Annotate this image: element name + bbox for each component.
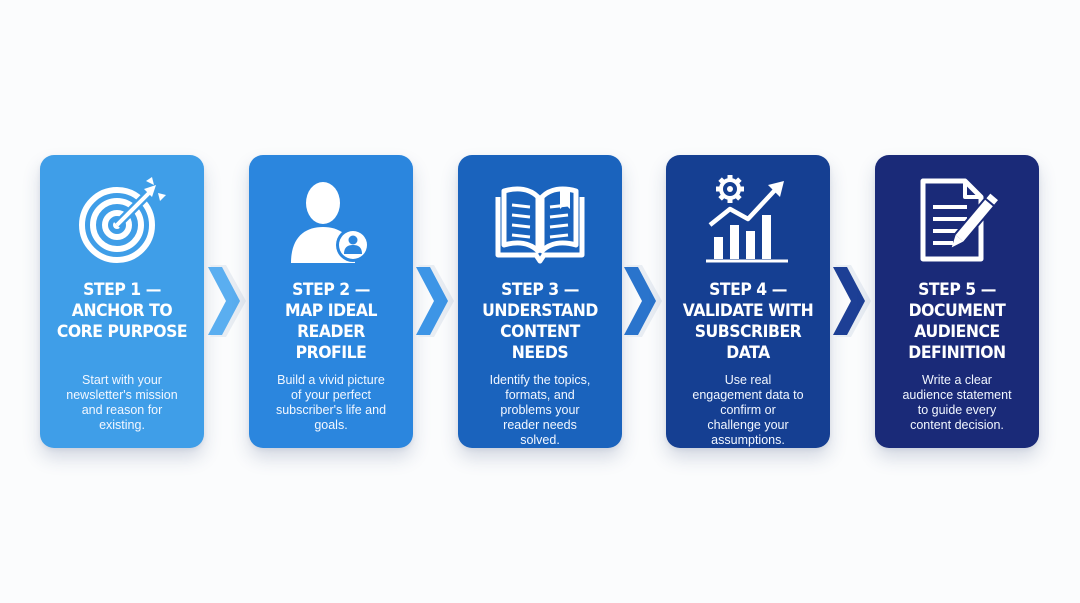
- document-pen-icon: [907, 175, 1007, 265]
- step-card-3: STEP 3 — UNDERSTAND CONTENT NEEDS Identi…: [458, 155, 622, 448]
- step-title: STEP 2 — MAP IDEAL READER PROFILE: [285, 280, 377, 363]
- step-description: Use real engagement data to confirm or c…: [692, 373, 804, 447]
- step-description: Identify the topics, formats, and proble…: [489, 373, 591, 447]
- chart-gear-icon: [698, 175, 798, 265]
- step-title: STEP 5 — DOCUMENT AUDIENCE DEFINITION: [908, 280, 1006, 363]
- chevron-right-icon: [829, 261, 873, 341]
- step-title: STEP 3 — UNDERSTAND CONTENT NEEDS: [482, 280, 598, 363]
- open-book-icon: [490, 175, 590, 265]
- step-description: Build a vivid picture of your perfect su…: [275, 373, 387, 432]
- user-profile-icon: [281, 175, 381, 265]
- chevron-right-icon: [620, 261, 664, 341]
- step-card-5: STEP 5 — DOCUMENT AUDIENCE DEFINITION Wr…: [875, 155, 1039, 448]
- step-title: STEP 1 — ANCHOR TO CORE PURPOSE: [56, 280, 188, 342]
- step-card-4: STEP 4 — VALIDATE WITH SUBSCRIBER DATA U…: [666, 155, 830, 448]
- step-description: Start with your newsletter's mission and…: [66, 373, 178, 432]
- step-description: Write a clear audience statement to guid…: [902, 373, 1012, 432]
- step-card-2: STEP 2 — MAP IDEAL READER PROFILE Build …: [249, 155, 413, 448]
- step-card-1: STEP 1 — ANCHOR TO CORE PURPOSE Start wi…: [40, 155, 204, 448]
- chevron-right-icon: [204, 261, 248, 341]
- target-arrow-icon: [72, 175, 172, 265]
- chevron-right-icon: [412, 261, 456, 341]
- step-title: STEP 4 — VALIDATE WITH SUBSCRIBER DATA: [682, 280, 814, 363]
